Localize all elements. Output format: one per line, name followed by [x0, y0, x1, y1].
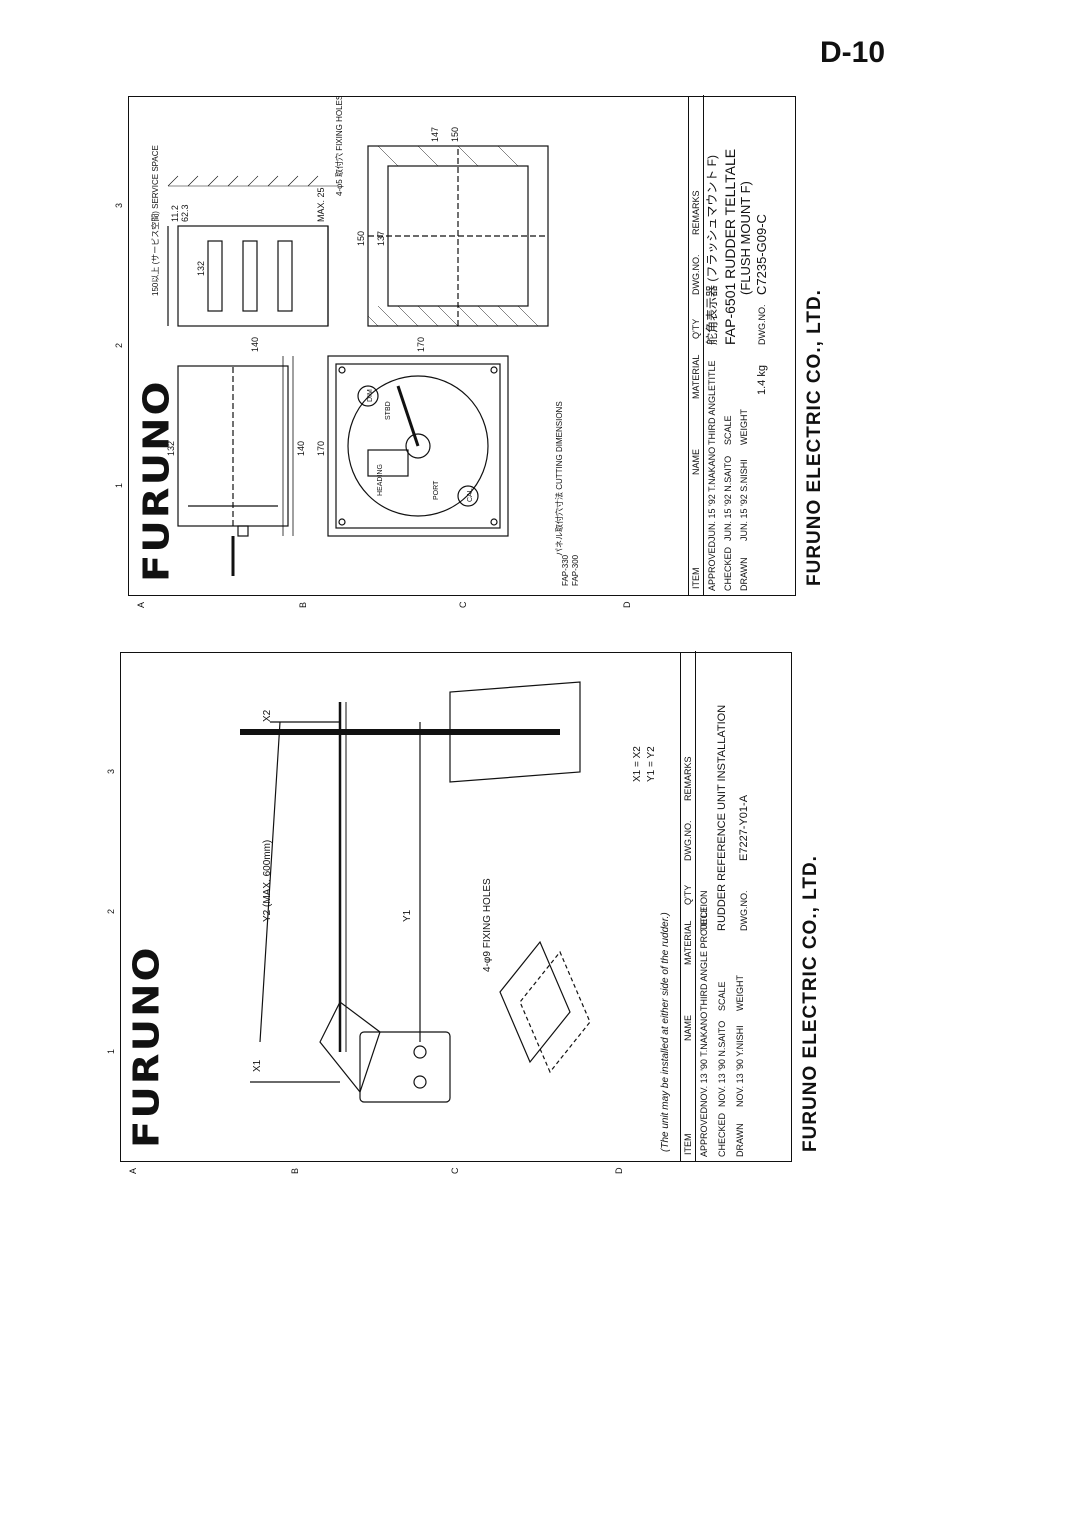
cutting-dimensions-label: パネル取付穴寸法 CUTTING DIMENSIONS — [554, 401, 564, 556]
label-x1: X1 — [252, 1059, 263, 1072]
column-number-1: 1 — [106, 1048, 116, 1054]
row-letter-a: A — [136, 601, 146, 608]
header-remarks: REMARKS — [683, 756, 693, 801]
dwg-no-value: E7227-Y01-A — [738, 794, 750, 861]
dim-150-top: 150 — [356, 231, 366, 246]
dim-service-space: 150以上 (サービス空間) SERVICE SPACE — [150, 145, 160, 296]
dim-150-side: 150 — [450, 127, 460, 142]
dim-132-side: 132 — [196, 261, 206, 276]
approved-label: APPROVED — [699, 1106, 709, 1157]
row-letter-c: C — [450, 1167, 460, 1175]
title-value: RUDDER REFERENCE UNIT INSTALLATION — [716, 704, 728, 931]
checked-value: NOV. 13 '90 N.SAITO — [717, 1020, 727, 1107]
title-label: TITLE — [707, 360, 717, 385]
dial-label-cal: CAL — [467, 488, 474, 502]
title-block: ITEM NAME MATERIAL Q'TY DWG.NO. REMARKS … — [680, 651, 792, 1162]
dim-140-side: 140 — [250, 337, 260, 352]
label-eq1: X1 = X2 — [632, 746, 643, 782]
row-letter-d: D — [614, 1167, 624, 1175]
title-label: TITLE — [699, 906, 709, 931]
drawn-value: NOV. 13 '90 Y.NISHI — [735, 1025, 745, 1107]
dial-label-port: PORT — [433, 480, 440, 500]
projection-value: THIRD ANGLE — [707, 384, 717, 445]
weight-label: WEIGHT — [739, 409, 749, 445]
header-dwg-no: DWG.NO. — [683, 820, 693, 862]
dim-140-top: 140 — [296, 441, 306, 456]
row-letter-c: C — [458, 601, 468, 609]
label-fixing-holes: 4-φ9 FIXING HOLES — [482, 878, 493, 972]
column-number-3: 3 — [106, 768, 116, 774]
row-letter-b: B — [290, 1167, 300, 1174]
dwg-no-label: DWG.NO. — [739, 890, 749, 932]
title-line-1: FAP-6501 RUDDER TELLTALE — [722, 148, 738, 345]
rudder-telltale-drawing-sheet: FURUNO 1 2 3 A B C D — [114, 95, 825, 608]
rudder-telltale-outline-drawing: 132 140 170 170 HEADING PORT STBD DIM CA… — [150, 96, 580, 586]
header-name: NAME — [683, 1014, 693, 1041]
label-y2: Y2 (MAX. 600mm) — [262, 840, 273, 922]
approved-value: NOV. 13 '90 T.NAKANO — [699, 1011, 709, 1107]
column-number-1: 1 — [114, 482, 124, 488]
label-eq2: Y1 = Y2 — [646, 746, 657, 782]
company-name: FURUNO ELECTRIC CO., LTD. — [800, 855, 821, 1152]
note-fap-330: FAP-330 — [561, 554, 570, 586]
note-fap-300: FAP-300 — [571, 554, 580, 586]
dim-170-bottom: 170 — [316, 441, 326, 456]
weight-label: WEIGHT — [735, 975, 745, 1011]
drawn-label: DRAWN — [739, 557, 749, 591]
header-name: NAME — [691, 448, 701, 475]
approved-label: APPROVED — [707, 540, 717, 591]
checked-label: CHECKED — [723, 546, 733, 591]
dim-132-top: 132 — [166, 441, 176, 456]
label-y1: Y1 — [402, 909, 413, 922]
fixing-holes-label: 4-φ5 取付穴 FIXING HOLES — [334, 96, 344, 196]
header-item: ITEM — [691, 567, 701, 590]
dim-11-2: 11.2 — [170, 205, 180, 222]
title-block: ITEM NAME MATERIAL Q'TY DWG.NO. REMARKS … — [688, 95, 796, 596]
rudder-linkage-drawing: X1 Y1 X2 Y2 (MAX. 600mm) 4-φ9 FIXING HOL… — [240, 681, 671, 1152]
label-x2: X2 — [262, 709, 273, 722]
header-material: MATERIAL — [691, 354, 701, 399]
title-japanese: 舵角表示器 (フラッシュマウント F) — [705, 155, 719, 345]
dial-label-heading: HEADING — [377, 464, 384, 496]
dim-137: 137 — [376, 231, 386, 246]
header-material: MATERIAL — [683, 920, 693, 965]
column-number-2: 2 — [114, 342, 124, 348]
row-letter-b: B — [298, 601, 308, 608]
dim-170-side: 170 — [416, 337, 426, 352]
dwg-no-value: C7235-G09-C — [754, 214, 769, 295]
header-item: ITEM — [683, 1133, 693, 1156]
header-qty: Q'TY — [691, 318, 701, 339]
company-name: FURUNO ELECTRIC CO., LTD. — [804, 289, 825, 586]
installation-note: (The unit may be installed at either sid… — [660, 912, 671, 1152]
title-line-2: (FLUSH MOUNT F) — [738, 181, 753, 295]
page-label: D-10 — [820, 36, 886, 69]
dim-147: 147 — [430, 127, 440, 142]
drawn-value: JUN. 15 '92 S.NISHI — [739, 459, 749, 541]
dim-62-3: 62.3 — [180, 204, 190, 222]
row-letter-a: A — [128, 1167, 138, 1174]
column-number-3: 3 — [114, 202, 124, 208]
scale-label: SCALE — [717, 981, 727, 1011]
dim-max25: MAX. 25 — [316, 187, 326, 222]
dwg-no-label: DWG.NO. — [757, 304, 767, 346]
rudder-reference-unit-drawing-sheet: FURUNO 1 2 3 A B C D X1 Y1 — [106, 651, 821, 1174]
approved-value: JUN. 15 '92 T.NAKANO — [707, 446, 717, 541]
checked-value: JUN. 15 '92 N.SAITO — [723, 455, 733, 541]
drawn-label: DRAWN — [735, 1123, 745, 1157]
dial-label-dim: DIM — [367, 389, 374, 402]
weight-value: 1.4 kg — [756, 365, 768, 395]
scale-label: SCALE — [723, 415, 733, 445]
header-qty: Q'TY — [683, 884, 693, 905]
header-dwg-no: DWG.NO. — [691, 254, 701, 296]
row-letter-d: D — [622, 601, 632, 609]
checked-label: CHECKED — [717, 1112, 727, 1157]
dial-label-stbd: STBD — [385, 401, 392, 420]
header-remarks: REMARKS — [691, 190, 701, 235]
column-number-2: 2 — [106, 908, 116, 914]
